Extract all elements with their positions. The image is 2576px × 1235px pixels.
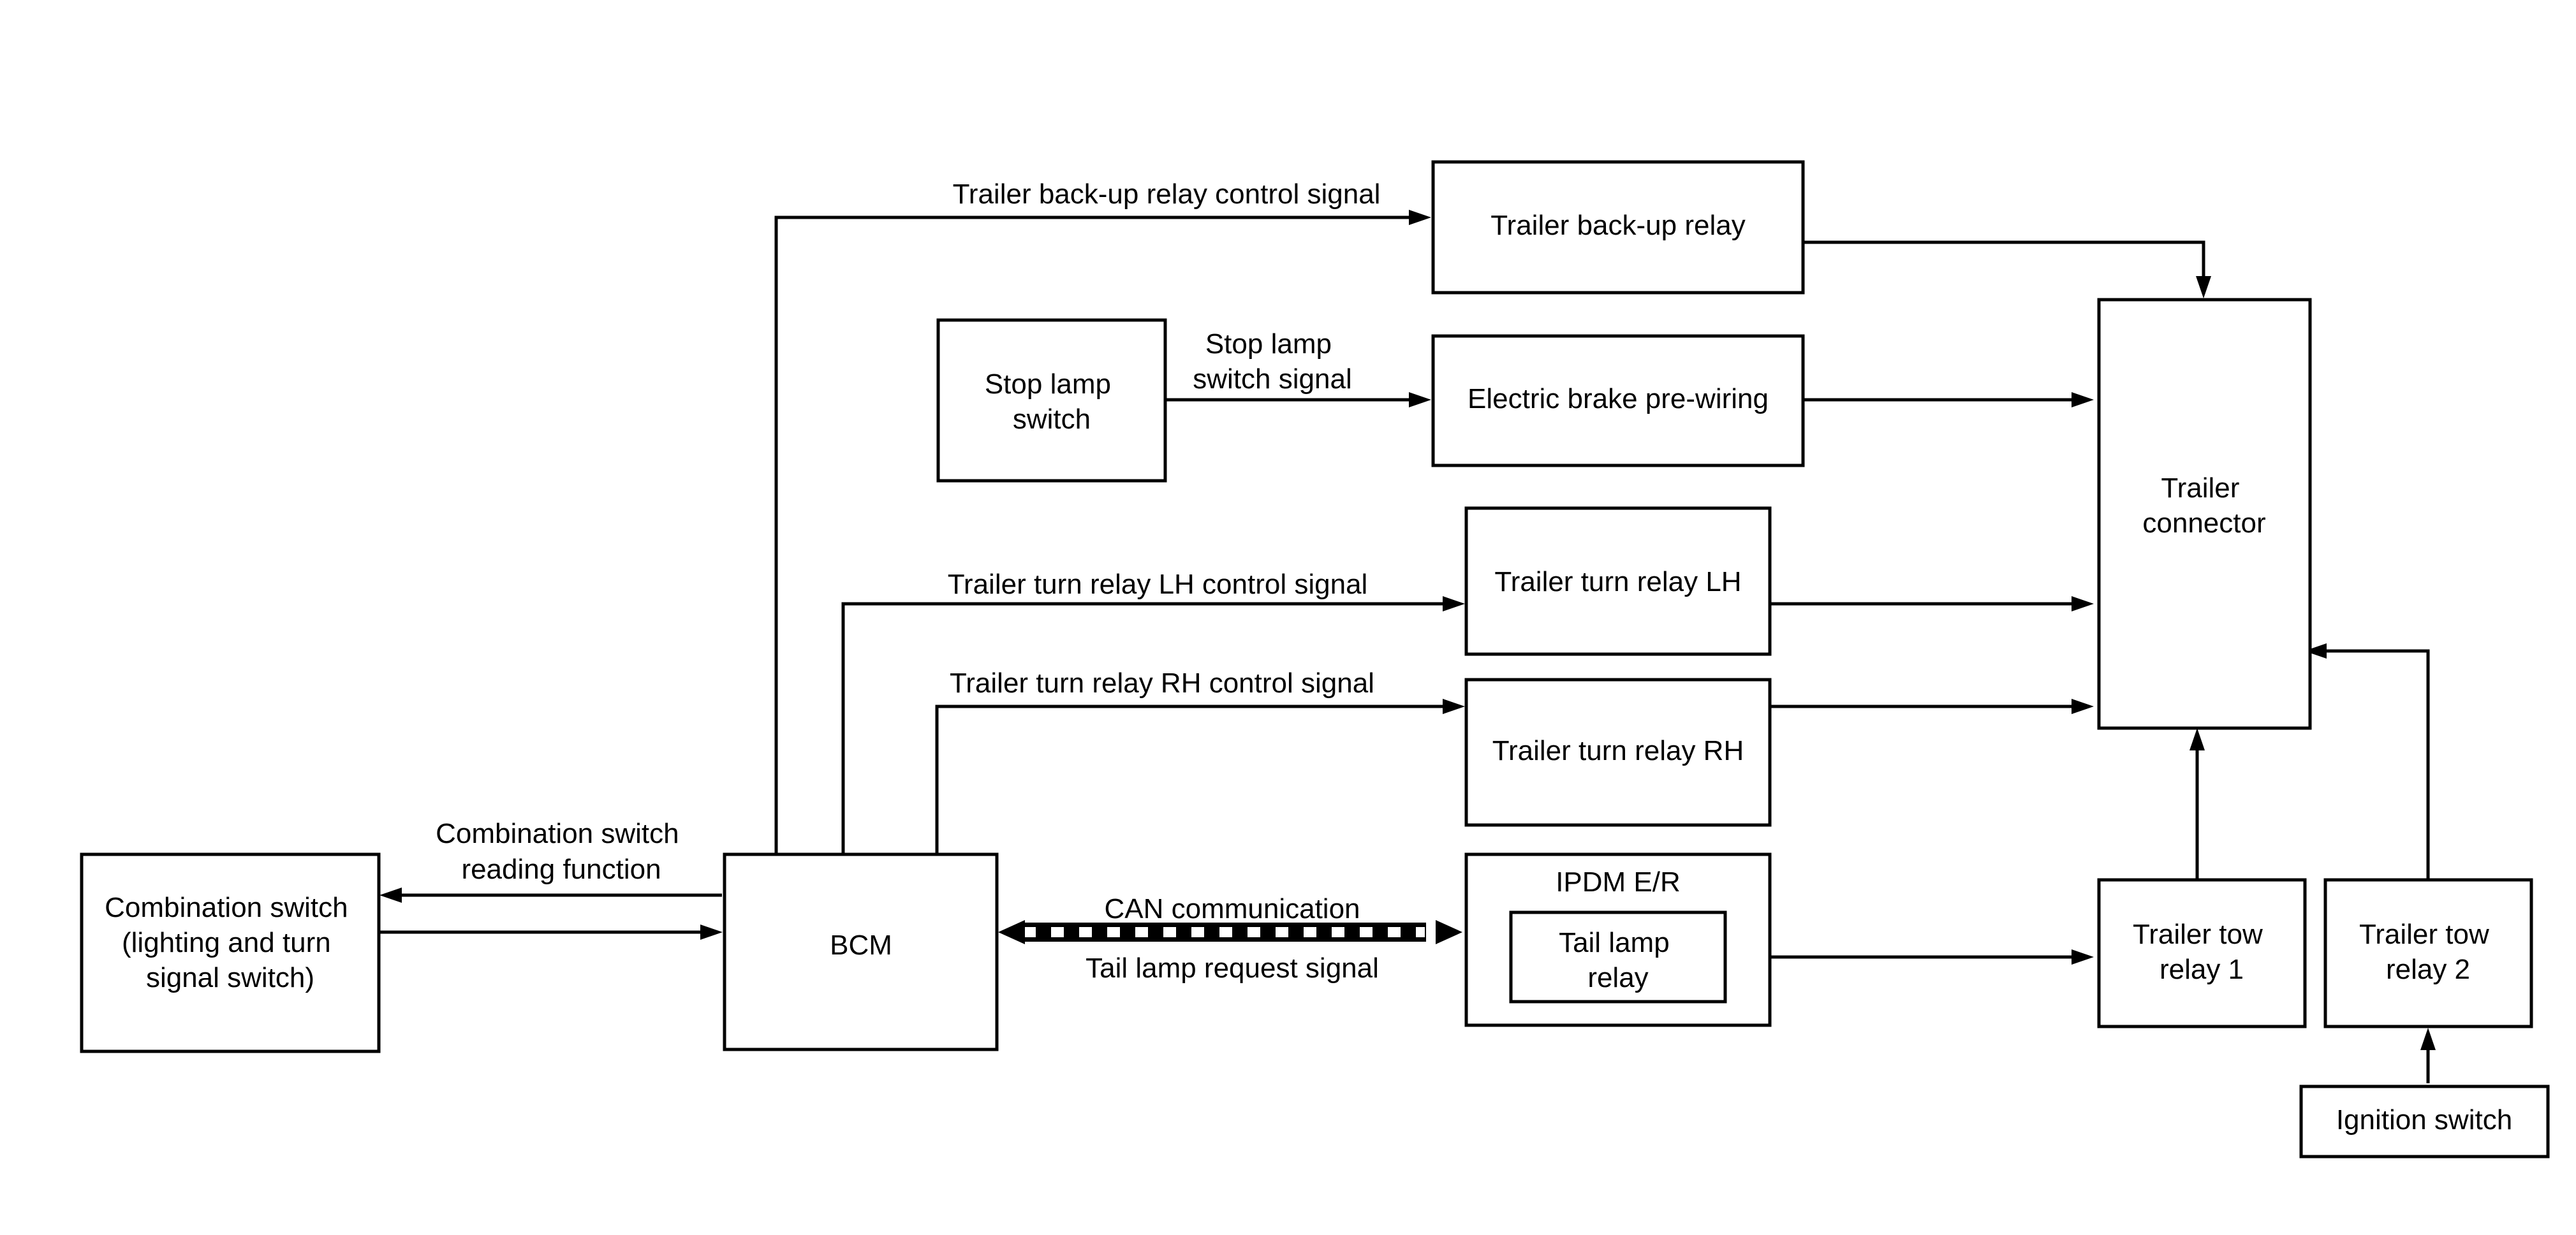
arrowhead bbox=[1436, 920, 1462, 944]
combination-switch-block: Combination switch (lighting and turn si… bbox=[80, 852, 381, 1053]
arrowhead bbox=[1409, 210, 1431, 225]
stop-lamp-switch-label: Stop lamp switch bbox=[985, 369, 1119, 435]
tow-relay-2-label: Trailer tow relay 2 bbox=[2359, 919, 2497, 985]
tail-lamp-relay-label: Tail lamp relay bbox=[1559, 927, 1677, 993]
combination-switch-label: Combination switch (lighting and turn si… bbox=[105, 892, 356, 993]
trailer-backup-relay-label: Trailer back-up relay bbox=[1490, 210, 1745, 241]
arrowhead bbox=[1443, 699, 1465, 714]
tow-relay-2-block: Trailer tow relay 2 bbox=[2323, 878, 2533, 1028]
arrowhead bbox=[2190, 728, 2205, 750]
tail-lamp-request-label: Tail lamp request signal bbox=[1086, 953, 1379, 984]
stop-lamp-switch-block: Stop lamp switch bbox=[936, 318, 1167, 483]
arrowhead bbox=[1443, 596, 1465, 611]
rh-control-signal-label: Trailer turn relay RH control signal bbox=[950, 668, 1374, 699]
arrowhead bbox=[2420, 1028, 2436, 1050]
arrowhead bbox=[700, 924, 723, 940]
connections bbox=[379, 210, 2436, 1083]
stop-lamp-switch-signal-label: Stop lamp switch signal bbox=[1193, 328, 1351, 395]
wire-rh-control bbox=[935, 705, 1443, 854]
wire-backup-to-connector bbox=[1802, 240, 2205, 276]
arrowhead bbox=[2072, 949, 2094, 965]
lh-control-signal-label: Trailer turn relay LH control signal bbox=[948, 569, 1368, 600]
trailer-backup-relay-block: Trailer back-up relay bbox=[1431, 160, 1805, 295]
tow-relay-1-label: Trailer tow relay 1 bbox=[2133, 919, 2271, 985]
signal-labels: Trailer back-up relay control signal Sto… bbox=[436, 179, 1380, 984]
bcm-label: BCM bbox=[830, 930, 892, 961]
arrowhead bbox=[2072, 699, 2094, 714]
wire-backup-control bbox=[774, 216, 1409, 854]
wire-lh-control bbox=[841, 602, 1443, 854]
bcm-block: BCM bbox=[723, 852, 999, 1051]
wire-tow-relay-2-to-connector bbox=[2327, 649, 2430, 879]
arrowhead bbox=[379, 888, 402, 903]
turn-relay-lh-block: Trailer turn relay LH bbox=[1464, 506, 1772, 656]
ignition-switch-block: Ignition switch bbox=[2299, 1085, 2550, 1158]
electric-brake-label: Electric brake pre-wiring bbox=[1468, 383, 1769, 414]
trailer-connector-label: Trailer connector bbox=[2142, 472, 2265, 539]
ignition-switch-label: Ignition switch bbox=[2336, 1104, 2512, 1136]
can-communication-label: CAN communication bbox=[1104, 893, 1360, 924]
arrowhead bbox=[2072, 596, 2094, 611]
backup-control-signal-label: Trailer back-up relay control signal bbox=[953, 179, 1381, 210]
turn-relay-rh-block: Trailer turn relay RH bbox=[1464, 678, 1772, 827]
electric-brake-block: Electric brake pre-wiring bbox=[1431, 334, 1805, 467]
arrowhead bbox=[998, 920, 1025, 944]
arrowhead bbox=[2072, 392, 2094, 407]
arrowhead bbox=[1409, 392, 1431, 407]
turn-relay-lh-label: Trailer turn relay LH bbox=[1494, 566, 1741, 597]
ipdm-label: IPDM E/R bbox=[1556, 866, 1681, 898]
ipdm-block: IPDM E/R Tail lamp relay bbox=[1464, 852, 1772, 1027]
trailer-connector-block: Trailer connector bbox=[2097, 298, 2312, 730]
tail-lamp-relay-box bbox=[1509, 910, 1727, 1004]
arrowhead bbox=[2196, 276, 2211, 298]
tow-relay-1-block: Trailer tow relay 1 bbox=[2097, 878, 2307, 1028]
arrowhead bbox=[2304, 643, 2327, 659]
reading-function-label: Combination switch reading function bbox=[436, 818, 687, 885]
turn-relay-rh-label: Trailer turn relay RH bbox=[1492, 735, 1744, 766]
